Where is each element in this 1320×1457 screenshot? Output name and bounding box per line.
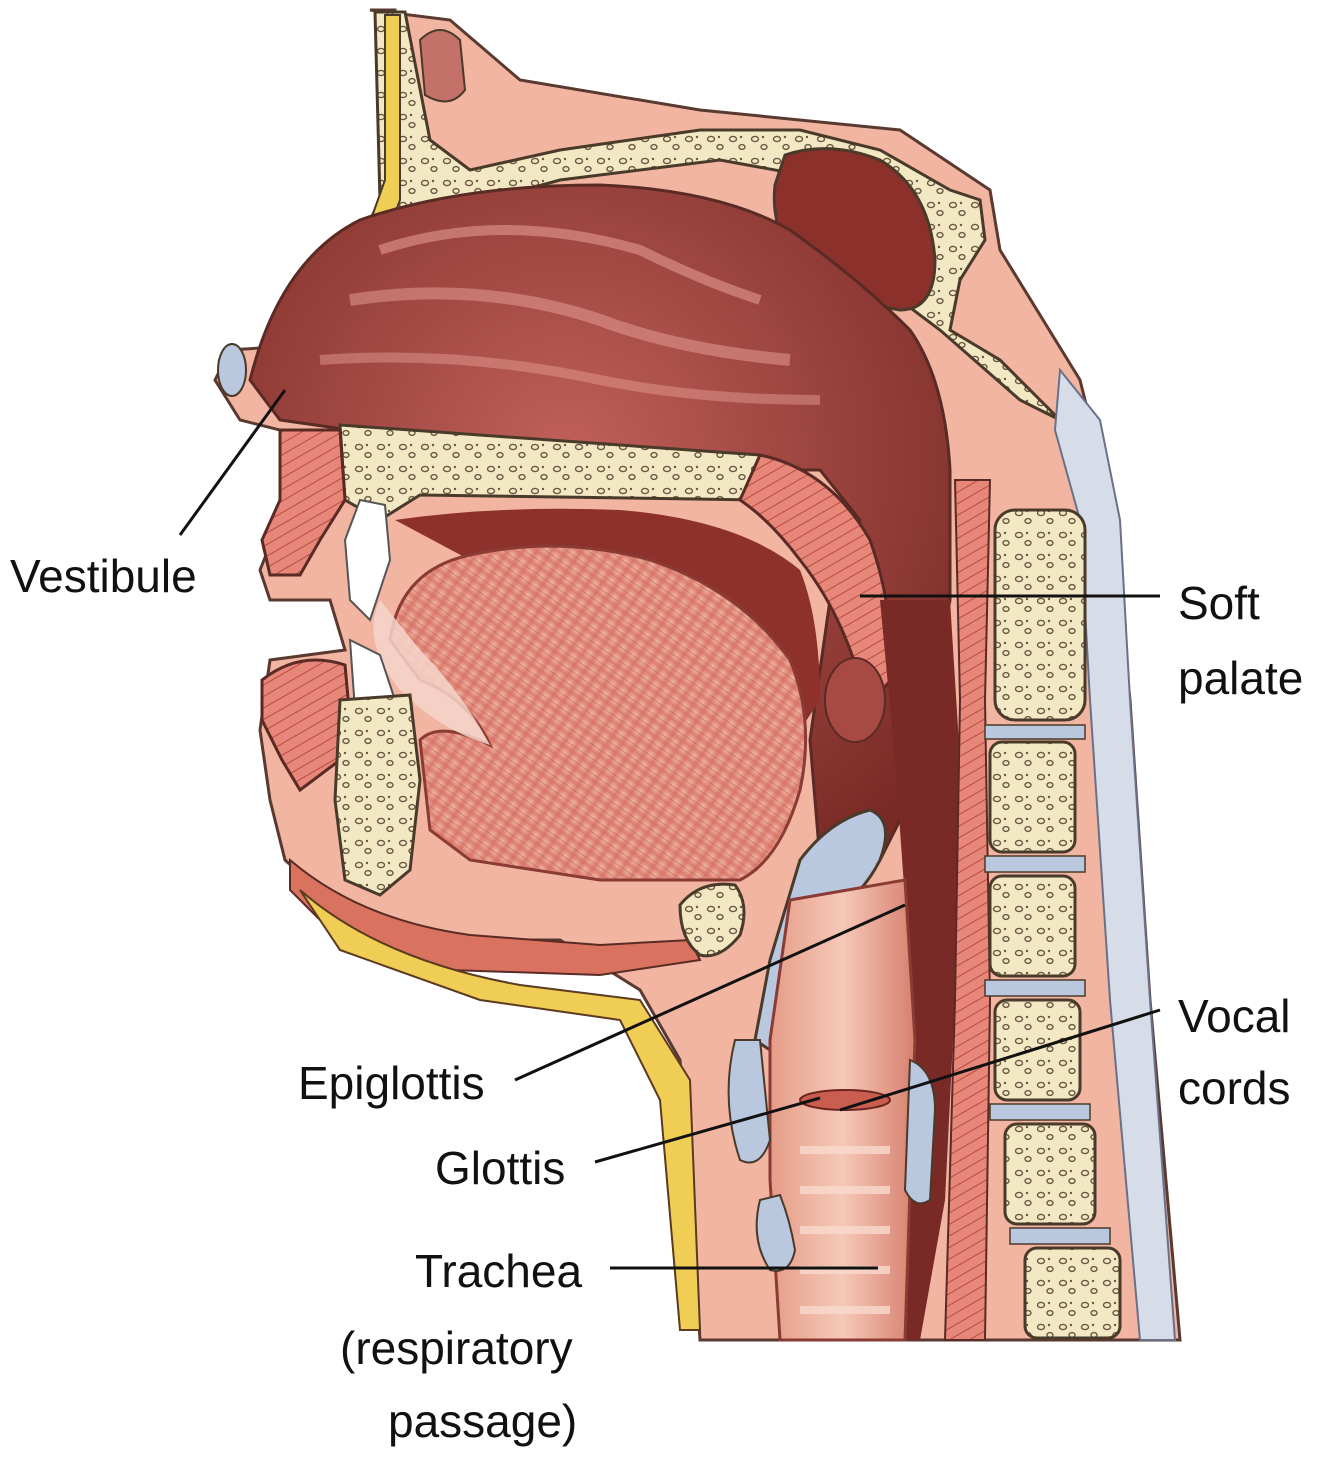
oral-cavity xyxy=(395,508,820,760)
mandible xyxy=(333,693,422,897)
label-vocal-cords-line2: cords xyxy=(1178,1062,1291,1114)
cervical-spine xyxy=(984,508,1122,1340)
label-trachea-line1: Trachea xyxy=(415,1245,583,1297)
disc-1 xyxy=(984,724,1086,740)
leader-glottis xyxy=(594,1096,821,1164)
label-epiglottis: Epiglottis xyxy=(298,1057,485,1109)
leader-vestibule xyxy=(178,389,287,536)
palatine-tonsil xyxy=(824,657,886,743)
label-soft-palate-line1: Soft xyxy=(1178,577,1260,629)
turbinate-upper xyxy=(378,225,762,305)
trachea-rings xyxy=(800,1146,890,1314)
thyroid-cartilage xyxy=(727,1039,772,1164)
vertebra-c3 xyxy=(988,740,1077,854)
leader-lines xyxy=(178,389,1161,1270)
tongue-tip xyxy=(373,600,490,745)
frontal-sinus xyxy=(418,29,467,103)
disc-3 xyxy=(984,979,1086,997)
label-glottis: Glottis xyxy=(435,1142,566,1194)
submandibular-fat xyxy=(299,889,702,1331)
lower-lip xyxy=(260,658,352,793)
hyoid-bone xyxy=(678,882,746,958)
vertebra-c2 xyxy=(993,508,1087,722)
label-vestibule: Vestibule xyxy=(10,550,197,602)
label-vocal-cords-line1: Vocal xyxy=(1178,990,1291,1042)
vertebra-c7 xyxy=(1023,1246,1122,1340)
label-soft-palate-line2: palate xyxy=(1178,652,1304,704)
nasal-ala xyxy=(217,343,247,397)
leader-epiglottis xyxy=(514,903,906,1082)
vertebra-c4 xyxy=(988,874,1077,978)
posterior-ligament xyxy=(1053,367,1177,1341)
upper-lip xyxy=(260,428,347,577)
disc-4 xyxy=(989,1103,1091,1121)
floor-muscle xyxy=(289,857,702,977)
label-trachea-line2: (respiratory xyxy=(340,1322,573,1374)
prevertebral-muscle xyxy=(943,479,992,1341)
disc-2 xyxy=(984,855,1086,873)
turbinate-lower xyxy=(319,352,821,405)
leader-vocal-cords xyxy=(839,1008,1161,1112)
label-trachea-line3: passage) xyxy=(388,1395,578,1447)
turbinate-middle xyxy=(349,287,791,366)
posterior-cartilage xyxy=(903,1058,937,1205)
upper-incisor xyxy=(343,498,392,622)
vertebra-c6 xyxy=(1003,1122,1097,1226)
disc-5 xyxy=(1009,1227,1111,1245)
vertebra-c5 xyxy=(993,998,1082,1102)
